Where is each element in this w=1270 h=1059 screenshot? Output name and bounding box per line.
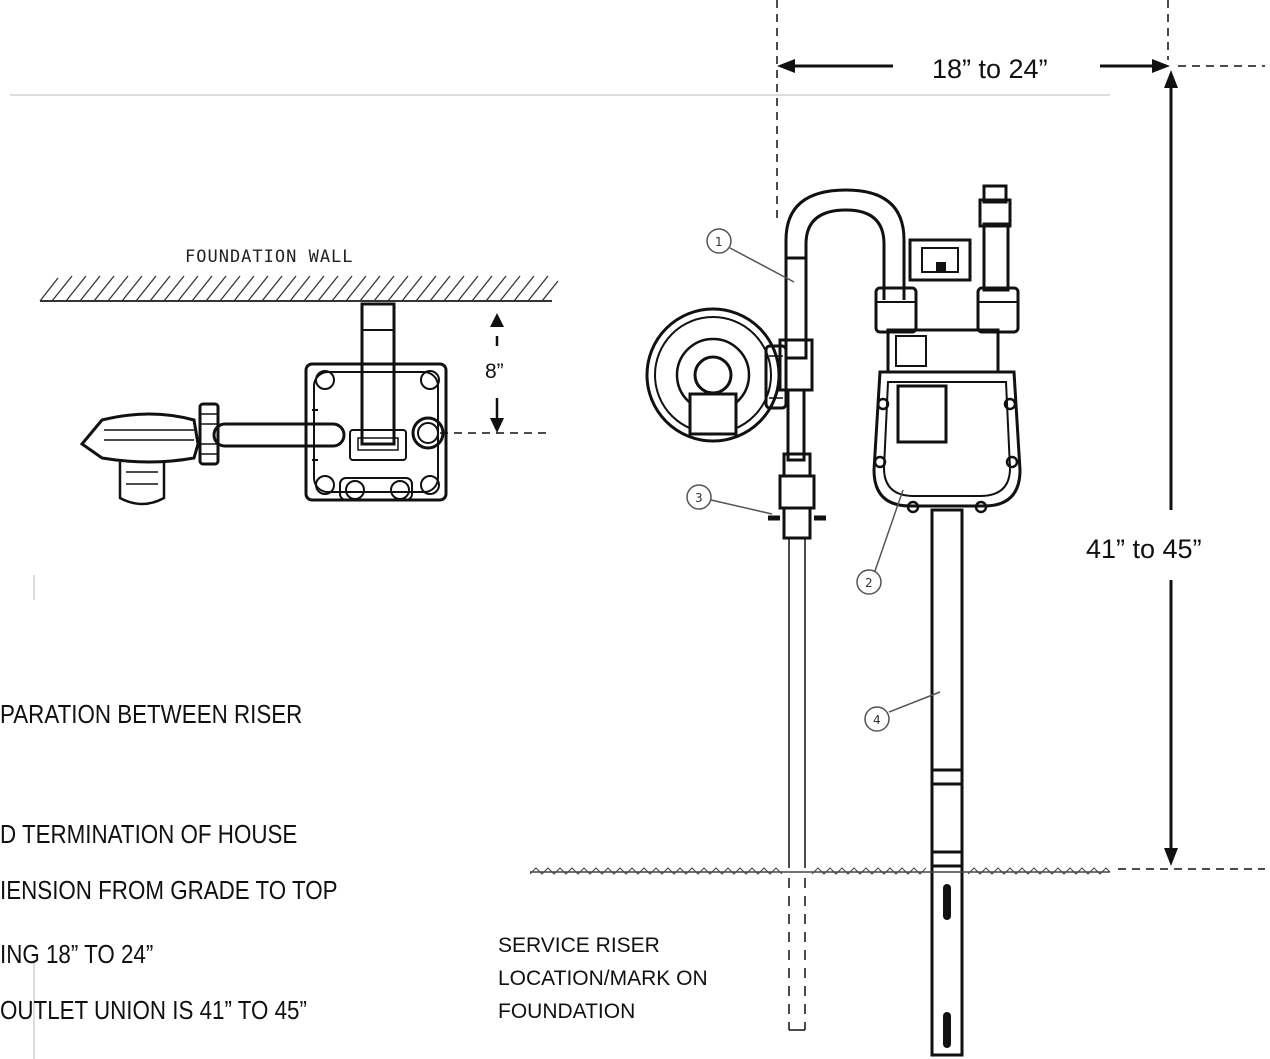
service-riser-note: SERVICE RISER LOCATION/MARK ON FOUNDATIO… [498,929,708,1028]
callout-3-label: 3 [695,491,703,505]
reference-lines [776,0,1265,870]
support-post [930,508,964,1057]
callout-3: 3 [686,484,773,515]
foundation-wall-hatch [39,275,559,302]
foundation-wall-label: FOUNDATION WALL [185,247,354,267]
separation-note-line-2: D TERMINATION OF HOUSE [0,819,298,849]
width-dimension-label: 18” to 24” [932,54,1048,84]
elevation-view: 18” to 24” 41” to 45” [529,0,1265,1057]
callout-2-label: 2 [865,576,873,590]
width-dimension: 18” to 24” [777,54,1170,84]
callout-1-label: 1 [715,235,723,249]
callout-2: 2 [856,489,904,595]
height-note: IENSION FROM GRADE TO TOP OUTLET UNION I… [0,790,338,1059]
callout-4: 4 [864,691,941,732]
separation-note-line-3: ING 18” TO 24” [0,939,154,969]
offset-dimension: 8” [440,313,548,434]
service-riser [768,188,906,1031]
service-riser-note-line-1: SERVICE RISER [498,934,660,957]
offset-label: 8” [485,360,504,383]
height-note-line-2: OUTLET UNION IS 41” TO 45” [0,995,307,1025]
inlet-pipe-plan [198,402,346,466]
grade-line [529,867,1111,875]
height-dimension-label: 41” to 45” [1086,534,1202,564]
separation-note: PARATION BETWEEN RISER D TERMINATION OF … [0,614,302,1014]
meter-plan-view [304,302,448,502]
service-riser-note-line-3: FOUNDATION [498,1000,636,1023]
plan-view: FOUNDATION WALL [39,247,559,506]
regulator-side-view [645,307,788,443]
height-note-line-1: IENSION FROM GRADE TO TOP [0,875,338,905]
gas-meter [872,184,1022,514]
separation-note-line-1: PARATION BETWEEN RISER [0,699,303,729]
service-riser-note-line-2: LOCATION/MARK ON [498,967,708,990]
callout-1: 1 [706,228,795,283]
regulator-plan-view [79,412,200,506]
callout-4-label: 4 [873,713,881,727]
height-dimension: 41” to 45” [1086,70,1202,866]
page-frame [10,94,1110,1059]
